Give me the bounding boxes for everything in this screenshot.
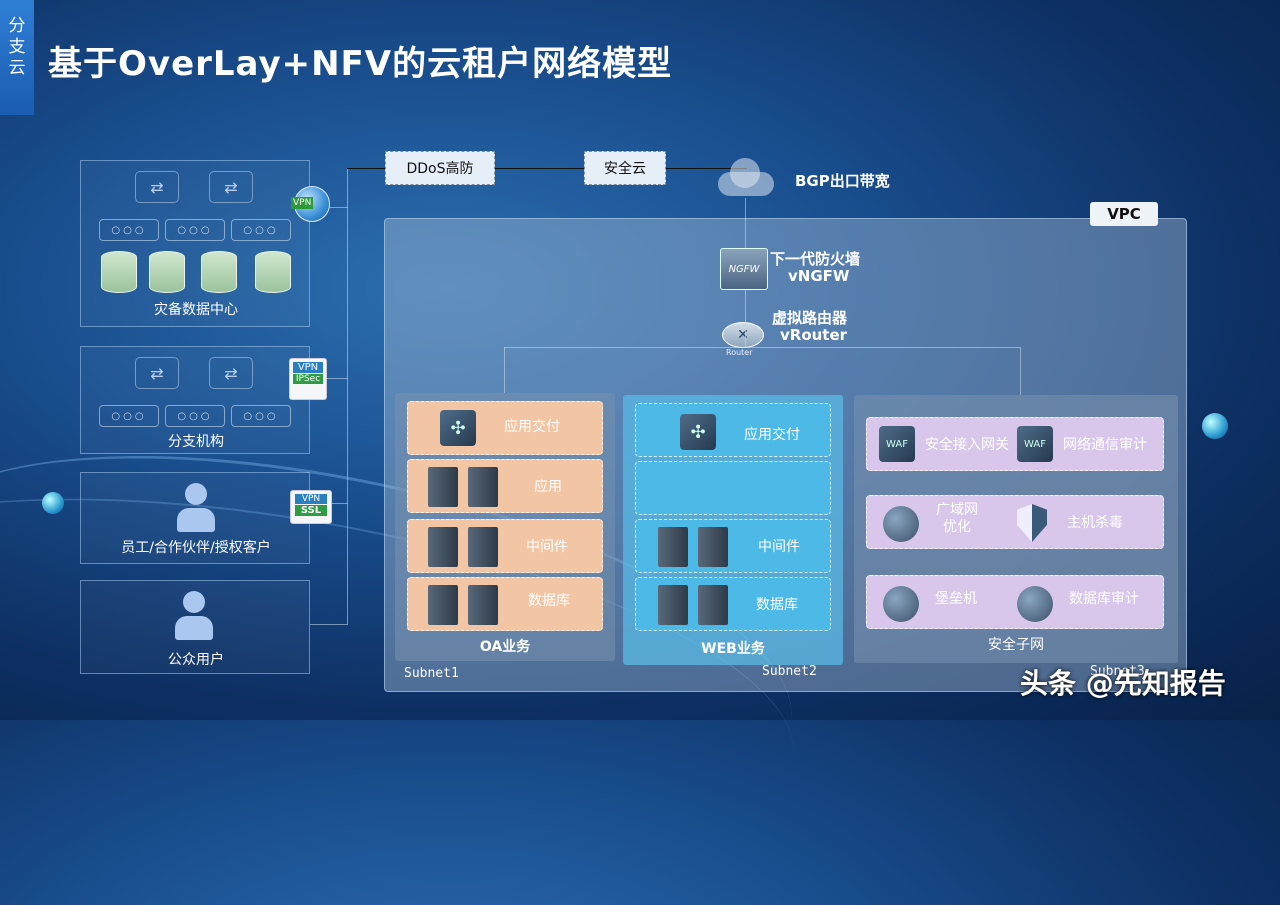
connector	[745, 290, 746, 348]
router-icon: ✕	[722, 322, 764, 348]
watermark: 头条 @先知报告	[1020, 667, 1226, 700]
server-icon	[658, 527, 688, 567]
firewall-icon: NGFW	[720, 248, 768, 290]
oa-middleware: 中间件	[407, 519, 603, 573]
db-audit-icon	[1017, 586, 1053, 622]
subnet1-container: ✣ 应用交付 应用 中间件 数据库 OA业务	[395, 393, 615, 661]
router-label: 虚拟路由器	[772, 309, 848, 327]
oa-app-delivery: ✣ 应用交付	[407, 401, 603, 455]
panel-label: 分支机构	[168, 434, 224, 450]
connector	[310, 378, 348, 379]
database-icon	[101, 251, 137, 293]
server-icon	[428, 527, 458, 567]
server-icon	[468, 467, 498, 507]
database-icon	[149, 251, 185, 293]
web-app-delivery: ✣ 应用交付	[635, 403, 831, 457]
security-row-2: 广域网优化 主机杀毒	[866, 495, 1164, 549]
waf-icon: WAF	[1017, 426, 1053, 462]
connector	[310, 624, 348, 625]
connector	[504, 347, 505, 393]
user-icon	[177, 483, 215, 533]
server-icon: ○○○	[231, 219, 291, 241]
panel-label: 公众用户	[168, 652, 224, 668]
subnet3-title: 安全子网	[988, 637, 1044, 653]
subnet1-title: OA业务	[479, 639, 531, 655]
subnet3-footer: Subnet3	[1090, 664, 1145, 679]
bastion-host-icon	[883, 586, 919, 622]
vpn-ipsec-icon: VPN IPSec	[289, 358, 327, 400]
server-icon	[428, 585, 458, 625]
firewall-label: 下一代防火墙	[770, 250, 861, 268]
shield-icon	[1017, 504, 1047, 542]
panel-label: 员工/合作伙伴/授权客户	[121, 540, 271, 556]
section-tag: 分支云	[0, 0, 34, 115]
wan-optimization-icon	[883, 506, 919, 542]
subnet2-footer: Subnet2	[762, 664, 817, 679]
app-delivery-icon: ✣	[680, 414, 716, 450]
server-icon	[428, 467, 458, 507]
web-database: 数据库	[635, 577, 831, 631]
panel-employees: 员工/合作伙伴/授权客户	[80, 472, 310, 564]
server-icon	[468, 585, 498, 625]
user-icon	[175, 591, 213, 641]
oa-database: 数据库	[407, 577, 603, 631]
ddos-protection-box: DDoS高防	[385, 151, 495, 185]
bgp-label: BGP出口带宽	[795, 172, 890, 190]
app-delivery-icon: ✣	[440, 410, 476, 446]
subnet2-title: WEB业务	[701, 641, 765, 657]
web-empty-slot	[635, 461, 831, 515]
subnet3-container: WAF 安全接入网关 WAF 网络通信审计 广域网优化 主机杀毒 堡垒机 数据库…	[854, 395, 1178, 663]
connector	[745, 198, 746, 220]
security-row-1: WAF 安全接入网关 WAF 网络通信审计	[866, 417, 1164, 471]
router-label-en: vRouter	[780, 326, 848, 344]
subnet1-footer: Subnet1	[404, 666, 459, 681]
globe-icon: VPN	[291, 186, 330, 222]
server-icon: ○○○	[165, 405, 225, 427]
connector	[1020, 347, 1021, 395]
connector	[347, 168, 348, 624]
switch-icon: ⇄	[135, 357, 179, 389]
security-row-3: 堡垒机 数据库审计	[866, 575, 1164, 629]
web-middleware: 中间件	[635, 519, 831, 573]
server-icon	[698, 585, 728, 625]
connector	[504, 347, 1020, 348]
connector	[745, 218, 746, 248]
decorative-sphere	[1202, 413, 1228, 439]
database-icon	[201, 251, 237, 293]
panel-branch: ⇄ ⇄ ○○○ ○○○ ○○○ 分支机构	[80, 346, 310, 454]
server-icon: ○○○	[99, 405, 159, 427]
panel-label: 灾备数据中心	[154, 302, 238, 318]
security-cloud-box: 安全云	[584, 151, 666, 185]
switch-icon: ⇄	[209, 171, 253, 203]
connector	[347, 168, 747, 169]
switch-icon: ⇄	[135, 171, 179, 203]
database-icon	[255, 251, 291, 293]
vpc-label: VPC	[1090, 202, 1158, 226]
decorative-sphere	[42, 492, 64, 514]
oa-application: 应用	[407, 459, 603, 513]
vpn-ssl-icon: VPN SSL	[290, 490, 332, 524]
server-icon: ○○○	[165, 219, 225, 241]
waf-icon: WAF	[879, 426, 915, 462]
firewall-label-en: vNGFW	[788, 267, 850, 285]
switch-icon: ⇄	[209, 357, 253, 389]
server-icon: ○○○	[99, 219, 159, 241]
panel-dr-datacenter: ⇄ ⇄ ○○○ ○○○ ○○○ 灾备数据中心	[80, 160, 310, 327]
page-title: 基于OverLay+NFV的云租户网络模型	[48, 44, 673, 84]
server-icon	[658, 585, 688, 625]
cloud-icon	[718, 158, 774, 198]
server-icon	[468, 527, 498, 567]
subnet2-container: ✣ 应用交付 中间件 数据库 WEB业务	[623, 395, 843, 665]
server-icon	[698, 527, 728, 567]
server-icon: ○○○	[231, 405, 291, 427]
panel-public-users: 公众用户	[80, 580, 310, 674]
